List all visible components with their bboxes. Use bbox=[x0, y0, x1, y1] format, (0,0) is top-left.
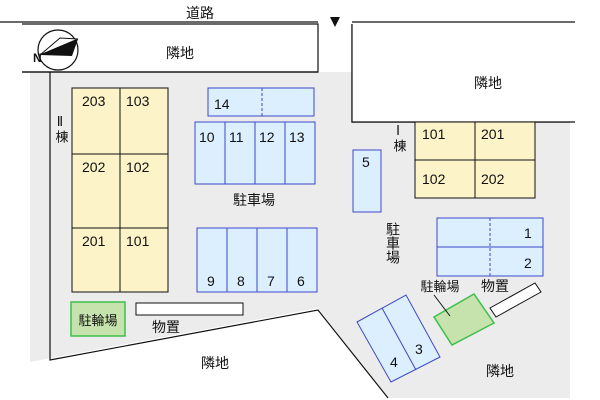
parking-number: 1 bbox=[524, 225, 532, 241]
compass-icon: N bbox=[33, 29, 79, 71]
entrance-arrow-icon bbox=[330, 17, 340, 27]
parking-number: 2 bbox=[524, 255, 532, 271]
storage-left: 物置 bbox=[135, 302, 244, 336]
bike-parking-right-label: 駐輪場 bbox=[420, 279, 459, 295]
bike-parking-left-label: 駐輪場 bbox=[78, 313, 117, 329]
parking-number: 5 bbox=[362, 154, 370, 170]
neighbor-label-bottom-right: 隣地 bbox=[486, 364, 514, 380]
bike-parking-right: 駐輪場 bbox=[420, 279, 496, 346]
unit-label: 101 bbox=[126, 233, 150, 249]
unit-label: 101 bbox=[422, 126, 446, 142]
parking-number: 6 bbox=[297, 273, 305, 289]
building-2: 203 103 202 102 201 101 bbox=[71, 87, 169, 293]
neighbor-label-right: 隣地 bbox=[474, 76, 502, 92]
parking-number: 8 bbox=[237, 273, 245, 289]
storage-right: 物置 bbox=[481, 279, 542, 318]
neighbor-label-bottom-left: 隣地 bbox=[201, 356, 229, 372]
parking-label-left: 駐車場 bbox=[233, 192, 275, 209]
parking-number: 3 bbox=[415, 341, 423, 357]
unit-label: 202 bbox=[82, 159, 106, 175]
parking-number: 7 bbox=[267, 273, 275, 289]
neighbor-label-top: 隣地 bbox=[166, 46, 194, 62]
unit-label: 102 bbox=[126, 159, 150, 175]
unit-label: 201 bbox=[82, 233, 106, 249]
parking-number: 14 bbox=[214, 96, 230, 112]
unit-label: 102 bbox=[422, 171, 446, 187]
storage-right-label: 物置 bbox=[481, 279, 509, 295]
compass-north-letter: N bbox=[33, 51, 42, 65]
road-label: 道路 bbox=[186, 6, 214, 22]
parking-space-5: 5 bbox=[352, 149, 382, 213]
building-1-label: Ⅰ棟 bbox=[391, 124, 407, 152]
parking-row-1-2: 1 2 bbox=[436, 217, 544, 277]
unit-label: 203 bbox=[82, 93, 106, 109]
parking-number: 13 bbox=[289, 129, 305, 145]
parking-number: 12 bbox=[259, 129, 275, 145]
parking-number: 11 bbox=[229, 129, 244, 145]
parking-row-9-6: 9 8 7 6 bbox=[196, 227, 318, 293]
left-lot-boundary bbox=[49, 72, 389, 399]
unit-label: 202 bbox=[481, 171, 505, 187]
bike-parking-left: 駐輪場 bbox=[70, 301, 126, 337]
parking-label-right: 駐車場 bbox=[384, 222, 400, 264]
building-2-label: Ⅱ棟 bbox=[53, 115, 69, 143]
building-1: 101 201 102 202 bbox=[414, 121, 536, 199]
parking-number: 4 bbox=[390, 354, 398, 370]
unit-label: 201 bbox=[481, 126, 505, 142]
storage-left-label: 物置 bbox=[152, 320, 180, 336]
parking-row-4-3: 4 3 bbox=[356, 294, 441, 383]
parking-number: 10 bbox=[199, 129, 215, 145]
unit-label: 103 bbox=[126, 93, 150, 109]
parking-number: 9 bbox=[207, 273, 215, 289]
parking-row-10-13: 10 11 12 13 bbox=[194, 121, 316, 185]
parking-space-14: 14 bbox=[207, 87, 315, 117]
